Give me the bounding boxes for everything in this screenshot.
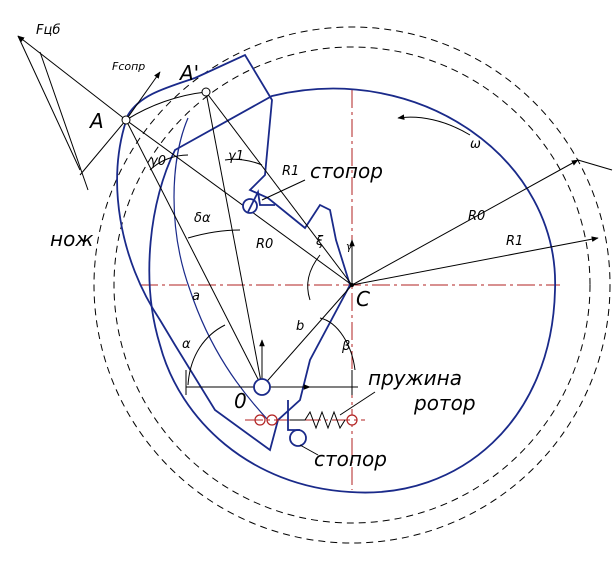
label-alpha: α [182,337,191,352]
label-stopor-top: стопор [310,159,383,183]
label-r1-right: R1 [506,234,523,249]
line-o-to-a [125,119,263,388]
line-o-to-a-prime [205,91,263,388]
label-gamma1: γ1 [228,149,244,164]
label-omega: ω [470,137,481,152]
omega-arrow-arc [397,114,471,136]
label-beta: β [341,339,350,354]
bottom-stopper-bracket [287,400,300,431]
force-fcb-arrow [17,35,127,121]
spring-coil [290,410,346,430]
delta-alpha-arc [187,229,241,239]
pivot-o [253,378,271,396]
label-pruzhina: пружина [368,366,462,390]
line-c-to-r0 [351,159,579,286]
label-r0-center: R0 [256,237,273,252]
label-fsopr: Fсопр [112,60,145,73]
gamma0-arc [149,154,189,171]
r1-extension [577,159,613,171]
label-r1-top: R1 [282,164,299,179]
line-c-to-r1 [351,236,599,286]
point-a-marker [121,115,131,125]
force-fsopr-arrow [125,71,161,121]
knife-outline [116,53,351,452]
gamma1-arc [224,158,263,166]
beta-arc [319,317,356,371]
label-a-prime: A' [178,61,199,85]
label-o: 0 [234,389,247,413]
label-gamma0: γ0 [150,154,166,169]
top-stopper-body [247,189,275,213]
label-xi: ξ [315,234,324,249]
bottom-stopper-leader [299,444,319,456]
label-fcb: Fцб [36,23,60,38]
label-stopor-bottom: стопор [314,447,387,471]
line-a-to-c [125,119,353,286]
point-c-marker [350,283,354,287]
knife-tip-arc [125,91,207,121]
bottom-stopper-pin [289,429,307,447]
label-rotor: ротор [413,391,476,415]
line-a-prime-to-c [205,91,353,286]
label-c: C [356,287,370,311]
top-stopper-leader [261,179,306,201]
construction-line-1 [17,35,81,171]
label-a-segment: a [192,289,200,304]
construction-line-2 [39,51,89,191]
outer-dashed-circle-r1 [93,26,611,544]
label-delta-alpha: δα [194,211,211,226]
label-b-segment: b [296,319,304,334]
outer-dashed-circle-r0 [113,46,591,524]
point-a-prime-marker [201,87,211,97]
label-nozh: нож [50,227,93,251]
label-r0-right: R0 [468,209,485,224]
rotor-outline [148,87,556,494]
knife-inner-curve [173,117,269,421]
line-o-to-c [261,284,353,388]
construction-line-3 [79,119,127,176]
alpha-arc [187,324,226,386]
xi-arc [307,254,321,301]
label-a: A [88,109,104,133]
label-gamma-small: γ [346,240,353,253]
spring-leader [339,391,376,416]
